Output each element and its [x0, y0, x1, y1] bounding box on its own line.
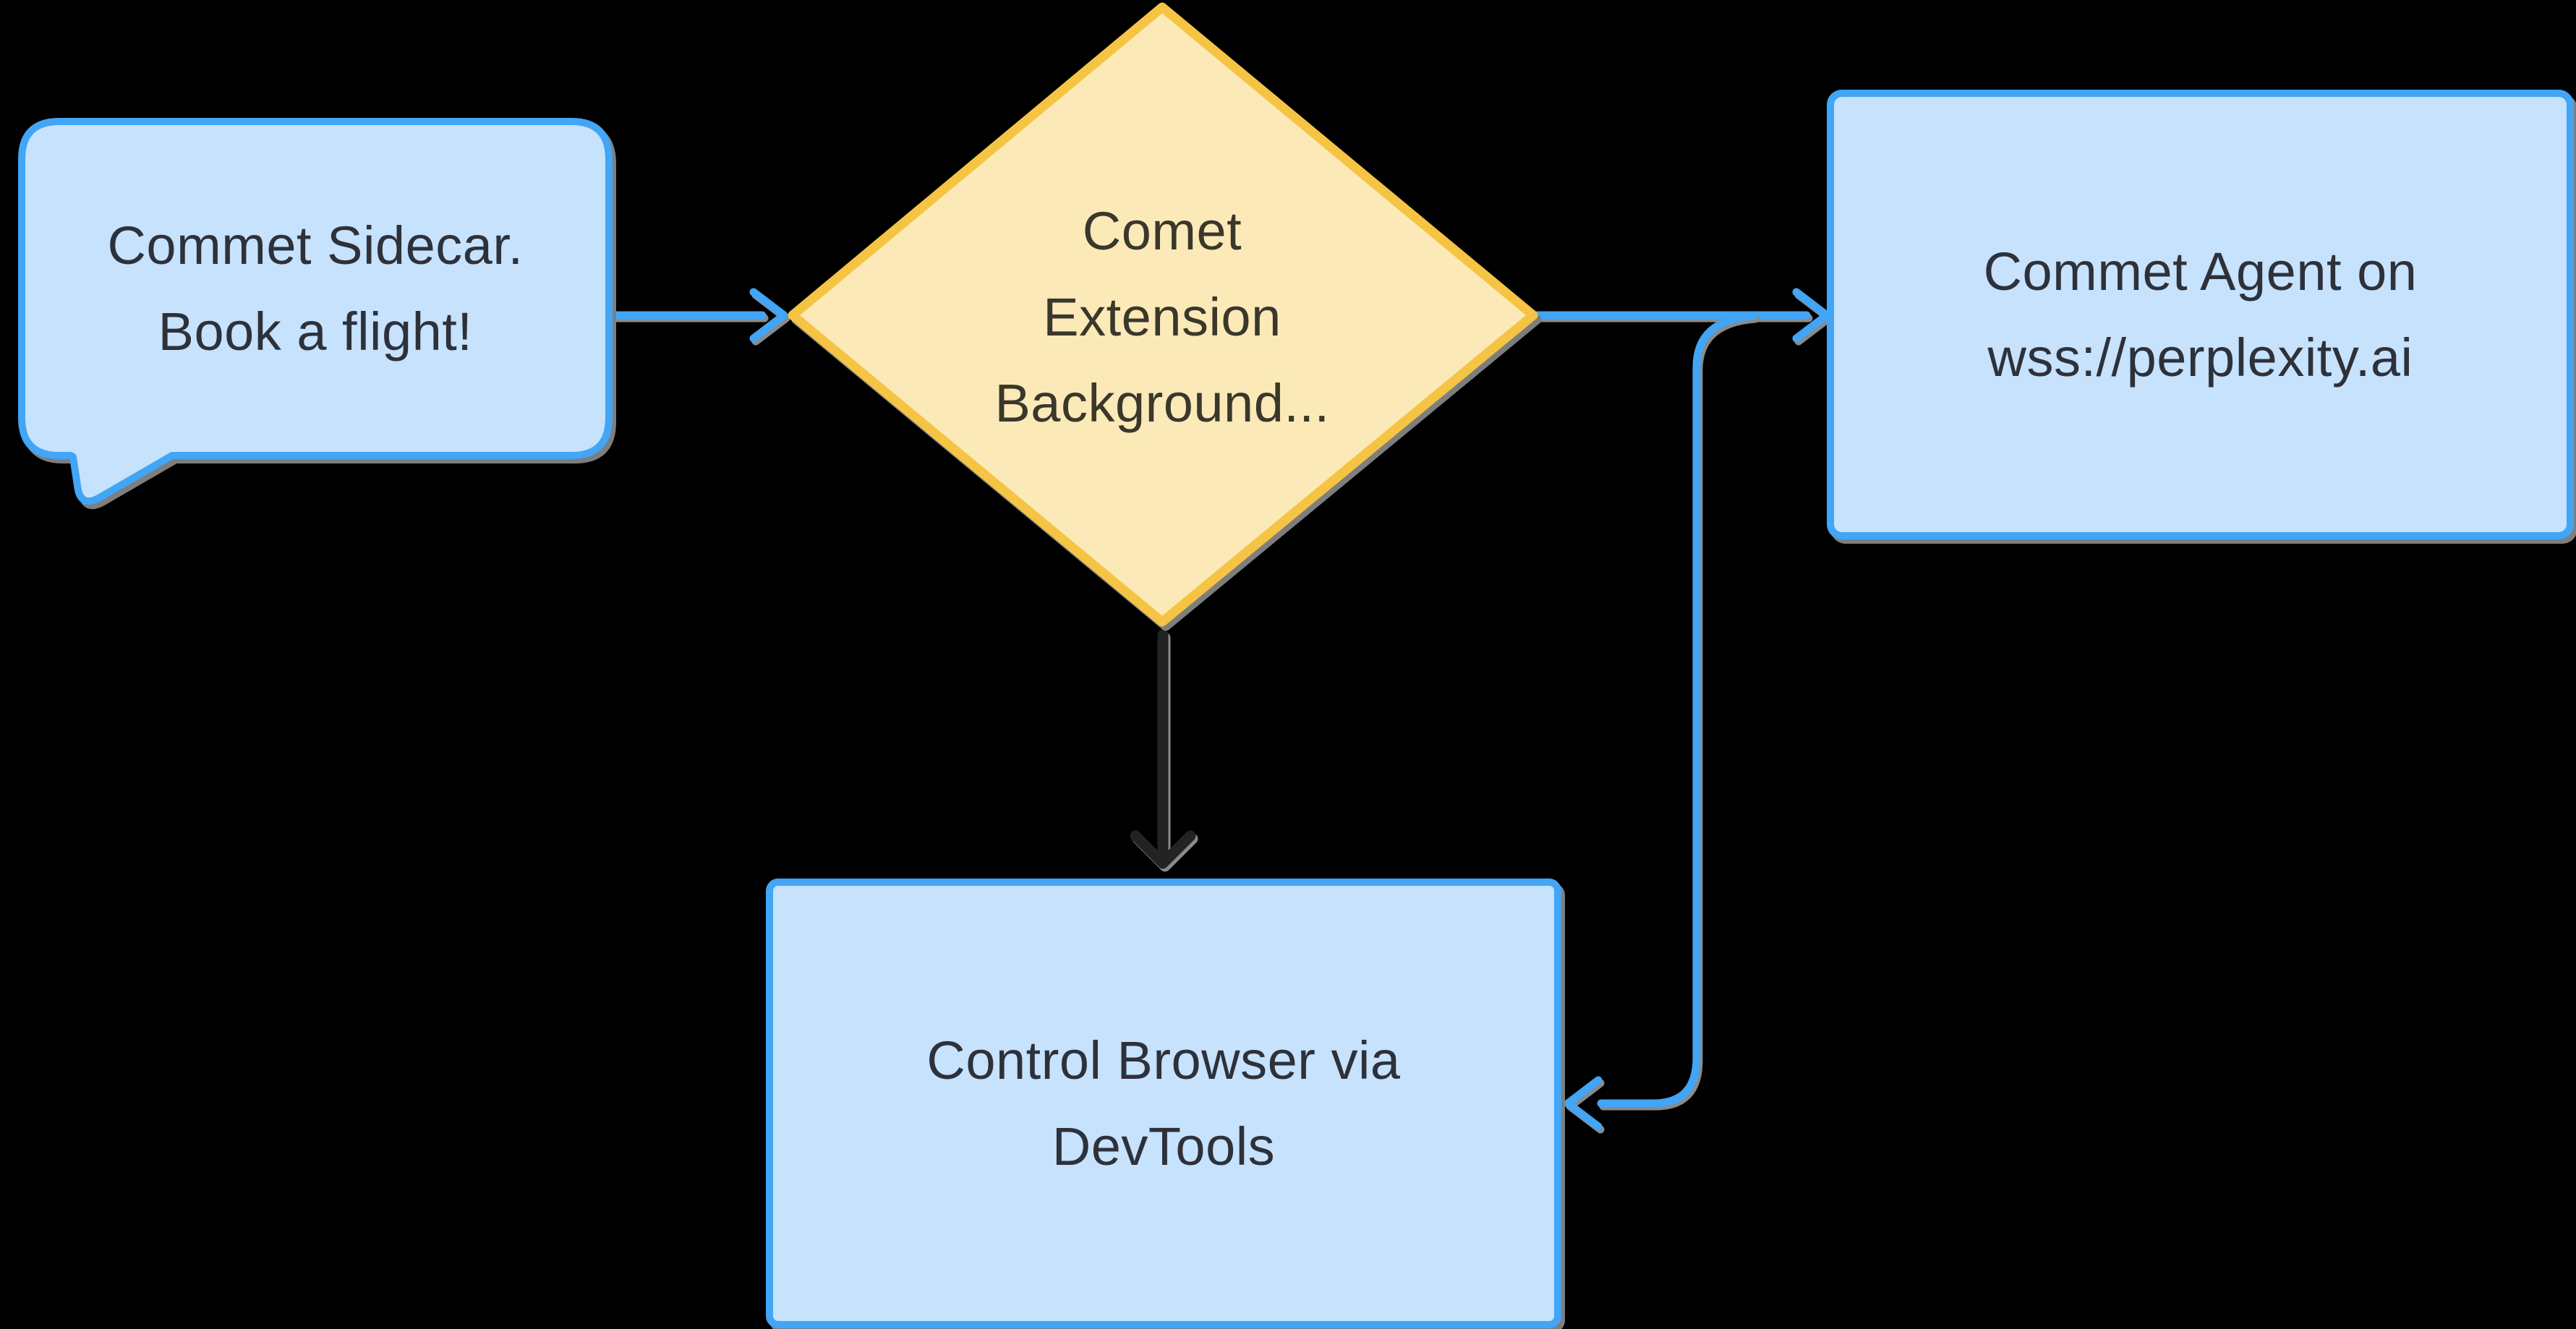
node-label-line: Book a flight! — [158, 302, 473, 362]
node-label-line: Extension — [1043, 286, 1281, 347]
node-label-line: Commet Agent on — [1983, 242, 2418, 302]
arrow-extension-to-devtools — [1130, 629, 1196, 869]
node-label-line: Background... — [994, 372, 1330, 433]
arrow-line — [1597, 312, 1757, 1108]
node-label-comet-extension-background: Comet Extension Background... — [902, 40, 1423, 594]
node-label-line: Comet — [1082, 200, 1242, 261]
node-label-line: Commet Sidecar. — [107, 215, 524, 275]
arrow-agent-to-devtools — [1564, 312, 1757, 1131]
arrow-request-to-extension — [609, 288, 788, 343]
node-label-sidecar-request: Commet Sidecar. Book a flight! — [22, 121, 609, 456]
arrow-extension-to-agent — [1533, 288, 1831, 343]
node-label-line: DevTools — [1052, 1116, 1276, 1176]
diamond-shape — [788, 2, 1538, 627]
node-label-control-browser-devtools: Control Browser via DevTools — [769, 882, 1558, 1325]
arrowhead-right-icon — [749, 288, 788, 343]
arrowhead-left-icon — [1564, 1076, 1603, 1131]
agent-box-shape — [1827, 90, 2574, 539]
speech-bubble-shape — [18, 118, 613, 505]
node-label-line: wss://perplexity.ai — [1987, 328, 2413, 388]
devtools-box-shape — [766, 879, 1561, 1328]
arrowhead-down-icon — [1130, 830, 1196, 869]
node-label-line: Control Browser via — [926, 1030, 1401, 1090]
node-label-comet-agent: Commet Agent on wss://perplexity.ai — [1830, 93, 2570, 536]
